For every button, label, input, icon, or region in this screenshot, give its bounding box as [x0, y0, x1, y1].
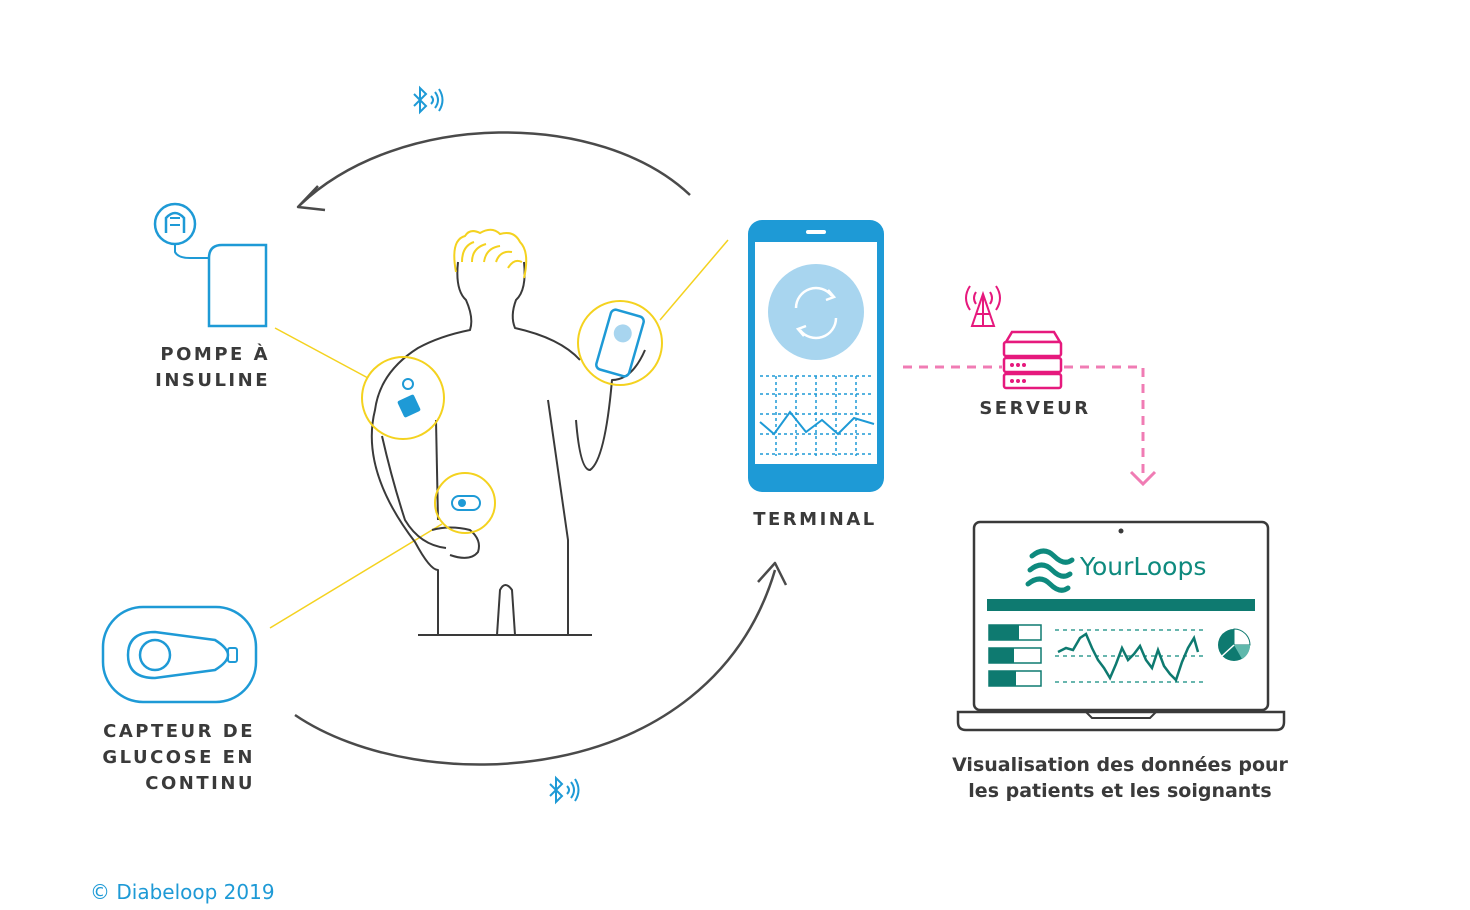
phone-icon	[748, 220, 884, 492]
focus-pump-on-arm	[361, 356, 445, 440]
server-label: SERVEUR	[979, 398, 1091, 419]
cycle-arrow-top-head	[296, 185, 326, 212]
dashboard-trend-line	[1057, 632, 1200, 683]
sensor-on-belly	[451, 495, 481, 511]
visualisation-caption: Visualisation des données pour les patie…	[952, 754, 1288, 802]
dashboard-pie	[1218, 628, 1251, 661]
cycle-arrow-bottom	[294, 569, 777, 766]
laptop-icon	[956, 520, 1286, 732]
terminal-label: TERMINAL	[753, 509, 877, 530]
data-flow-arrowhead	[1129, 470, 1157, 487]
bluetooth-icon	[413, 85, 444, 115]
person-illustration	[370, 261, 646, 636]
bluetooth-icon	[549, 775, 580, 805]
cycle-arrow-bottom-head	[757, 561, 788, 586]
cgm-sensor-icon	[101, 605, 258, 704]
pump-icon	[153, 202, 268, 328]
hair	[453, 228, 528, 279]
cgm-label: CAPTEUR DE GLUCOSE EN CONTINU	[102, 721, 255, 794]
data-flow-line	[903, 365, 1145, 476]
cycle-arrow-top	[299, 131, 691, 206]
pump-on-arm	[397, 378, 421, 418]
yourloops-brand-name: YourLoops	[1080, 552, 1207, 581]
connector-lines	[269, 239, 729, 629]
yourloops-logo-icon	[1025, 548, 1075, 593]
antenna-icon	[965, 285, 1001, 327]
dashboard-bars	[988, 624, 1042, 687]
focus-sensor-on-belly	[434, 472, 496, 534]
dashboard-header-bar	[987, 599, 1255, 611]
focus-phone-in-hand	[577, 300, 663, 386]
dashboard-guides	[1055, 629, 1205, 683]
pump-label: POMPE À INSULINE	[155, 344, 270, 391]
sync-icon	[794, 286, 838, 340]
copyright-text: © Diabeloop 2019	[90, 880, 275, 904]
server-icon	[1002, 330, 1063, 390]
phone-in-hand	[595, 308, 645, 378]
